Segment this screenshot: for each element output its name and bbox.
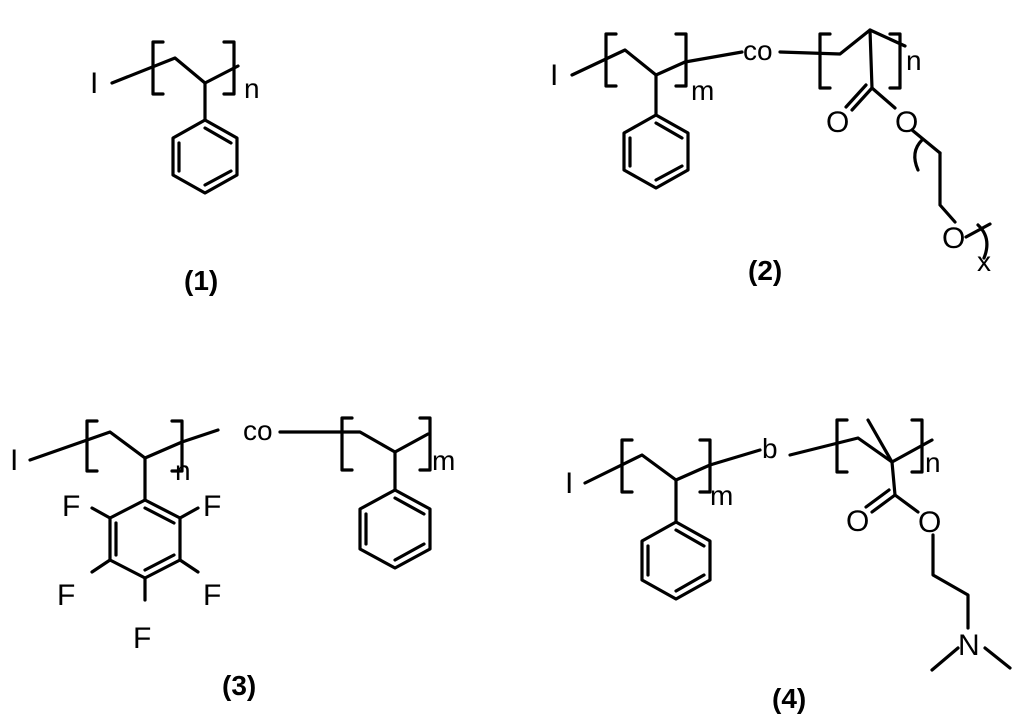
right-bracket-m <box>698 438 712 494</box>
structure-caption: (3) <box>222 670 256 701</box>
repeat-subscript: n <box>244 73 260 104</box>
pentafluorophenyl-ring <box>108 498 182 580</box>
repeat-subscript-n: n <box>906 45 922 76</box>
backbone-bond-m <box>583 448 762 485</box>
iodine-label: I <box>10 444 18 477</box>
fluorine-label: F <box>62 490 80 523</box>
carbonyl-double-bond <box>864 488 897 514</box>
right-bracket-n <box>888 32 902 90</box>
carbonyl-oxygen-label: O <box>826 106 849 139</box>
amine-nitrogen-label: N <box>958 629 980 662</box>
backbone-bond-n <box>778 28 907 56</box>
peg-left-paren <box>913 138 924 172</box>
repeat-subscript-n: n <box>175 455 191 486</box>
structure-caption: (4) <box>772 683 806 714</box>
iodine-label: I <box>550 59 558 92</box>
fluorine-label: F <box>203 579 221 612</box>
backbone-bond <box>110 56 240 85</box>
benzene-ring <box>171 118 239 195</box>
iodine-label: I <box>90 67 98 100</box>
benzene-double-bonds <box>177 126 233 187</box>
linker-bond-left <box>683 50 744 64</box>
ester-oxygen-bond <box>910 128 942 155</box>
carbonyl-double-bond <box>844 83 874 112</box>
benzene-ring <box>640 520 712 601</box>
linker-label: co <box>743 35 773 66</box>
fluorine-label: F <box>57 579 75 612</box>
fluorine-label: F <box>133 622 151 655</box>
fluorine-bonds <box>90 506 200 602</box>
right-bracket <box>222 40 236 96</box>
left-bracket <box>151 40 165 96</box>
right-bracket-n <box>910 418 924 474</box>
right-bracket-n <box>170 419 184 473</box>
backbone-bond-m <box>570 48 687 77</box>
benzene-double-bonds <box>628 121 684 182</box>
benzene-double-bonds <box>646 528 706 593</box>
dimethyl-bonds <box>930 646 1012 672</box>
repeat-subscript-m: m <box>691 75 714 106</box>
right-bracket-m <box>674 32 688 88</box>
structure-4: I m b n O O N (4) <box>565 418 1012 714</box>
structure-1: I n (1) <box>90 40 260 296</box>
peg-end-bond <box>964 222 992 239</box>
ester-bond <box>893 493 920 514</box>
repeat-subscript-n: n <box>925 447 941 478</box>
linker-label: b <box>762 433 778 464</box>
benzene-ring <box>622 113 690 190</box>
repeat-subscript-m: m <box>710 480 733 511</box>
ethyl-chain-bond <box>931 533 970 630</box>
peg-chain-bond <box>938 151 957 224</box>
backbone-bond-m <box>278 430 430 454</box>
backbone-bond-n <box>788 436 934 464</box>
repeat-subscript-m: m <box>432 445 455 476</box>
left-bracket-m <box>340 416 354 472</box>
ester-carbon-bond <box>890 460 897 497</box>
ether-oxygen-label: O <box>942 222 965 255</box>
repeat-subscript-x: x <box>977 246 991 277</box>
benzene-double-bonds <box>364 496 426 562</box>
right-bracket-m <box>418 416 432 472</box>
left-bracket-m <box>620 438 634 494</box>
iodine-label: I <box>565 467 573 500</box>
left-bracket-n <box>818 32 832 90</box>
pentafluorophenyl-double-bonds <box>114 506 176 572</box>
methyl-bond <box>866 418 894 464</box>
left-bracket-n <box>835 418 849 474</box>
linker-label: co <box>243 415 273 446</box>
fluorine-label: F <box>203 490 221 523</box>
peg-right-paren <box>976 223 989 260</box>
ester-bond <box>870 86 897 110</box>
structure-3: I n co m F F F F F (3) <box>10 415 455 701</box>
ester-oxygen-label: O <box>918 506 941 539</box>
benzene-ring <box>358 488 432 570</box>
carbonyl-oxygen-label: O <box>846 505 869 538</box>
acrylate-bond <box>868 28 874 90</box>
left-bracket-n <box>85 419 99 473</box>
left-bracket-m <box>604 32 618 88</box>
structure-caption: (1) <box>184 265 218 296</box>
structure-2: I m co n O O O x (2) <box>550 28 992 286</box>
structure-caption: (2) <box>748 255 782 286</box>
